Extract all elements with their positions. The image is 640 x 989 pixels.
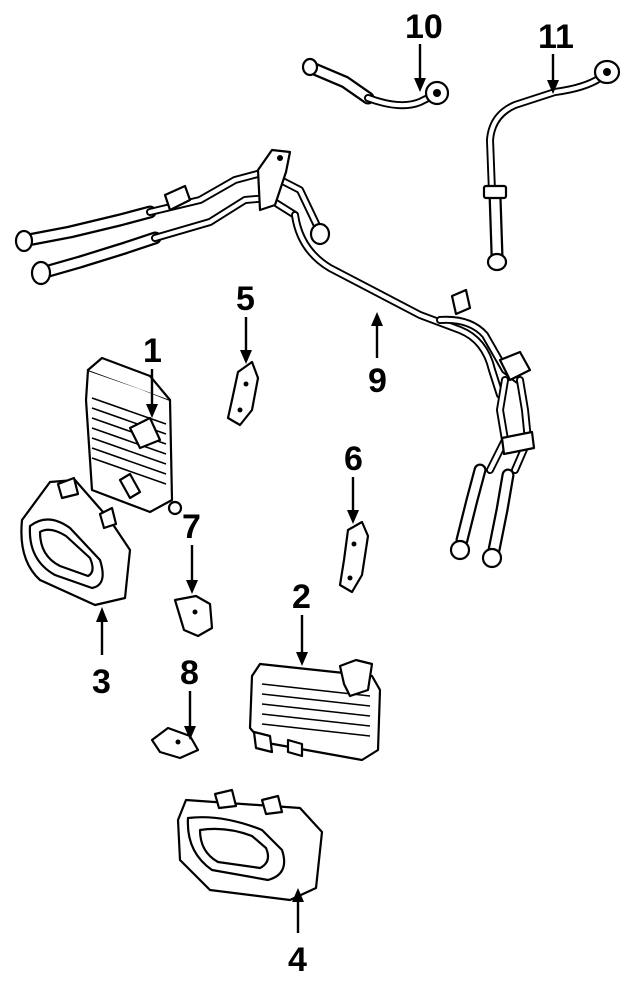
arrow-head-4 <box>292 888 304 902</box>
callout-9: 9 <box>368 362 387 400</box>
arrow-head-10 <box>414 78 426 92</box>
part-5-bracket[interactable] <box>226 360 260 427</box>
callout-7: 7 <box>182 508 201 546</box>
arrow-head-8 <box>184 726 196 740</box>
callout-11: 11 <box>538 18 574 56</box>
arrow-head-3 <box>96 607 108 622</box>
callout-4: 4 <box>288 941 307 979</box>
part-2-oil-cooler[interactable] <box>248 658 382 762</box>
part-1-oil-cooler[interactable] <box>84 356 183 516</box>
callout-8: 8 <box>180 654 199 692</box>
arrow-head-6 <box>347 510 359 524</box>
callout-3: 3 <box>92 663 111 701</box>
arrow-head-1 <box>146 404 158 418</box>
part-10-hose[interactable] <box>301 57 450 110</box>
callout-2: 2 <box>292 578 311 616</box>
callout-6: 6 <box>344 440 363 478</box>
part-8-bracket[interactable] <box>150 726 200 760</box>
callout-1: 1 <box>143 332 162 370</box>
part-4-air-duct[interactable] <box>176 788 324 902</box>
arrow-head-9 <box>371 312 383 326</box>
callout-5: 5 <box>236 280 255 318</box>
part-7-bracket[interactable] <box>173 594 214 638</box>
part-6-bracket[interactable] <box>338 520 370 594</box>
arrow-head-11 <box>547 80 559 94</box>
part-9-line-assembly[interactable] <box>14 148 536 569</box>
arrow-head-7 <box>186 580 198 594</box>
part-3-air-duct[interactable] <box>20 476 132 607</box>
callout-10: 10 <box>405 8 443 46</box>
arrow-head-2 <box>296 652 308 666</box>
arrow-head-5 <box>240 350 252 364</box>
part-11-pipe[interactable] <box>482 59 621 272</box>
